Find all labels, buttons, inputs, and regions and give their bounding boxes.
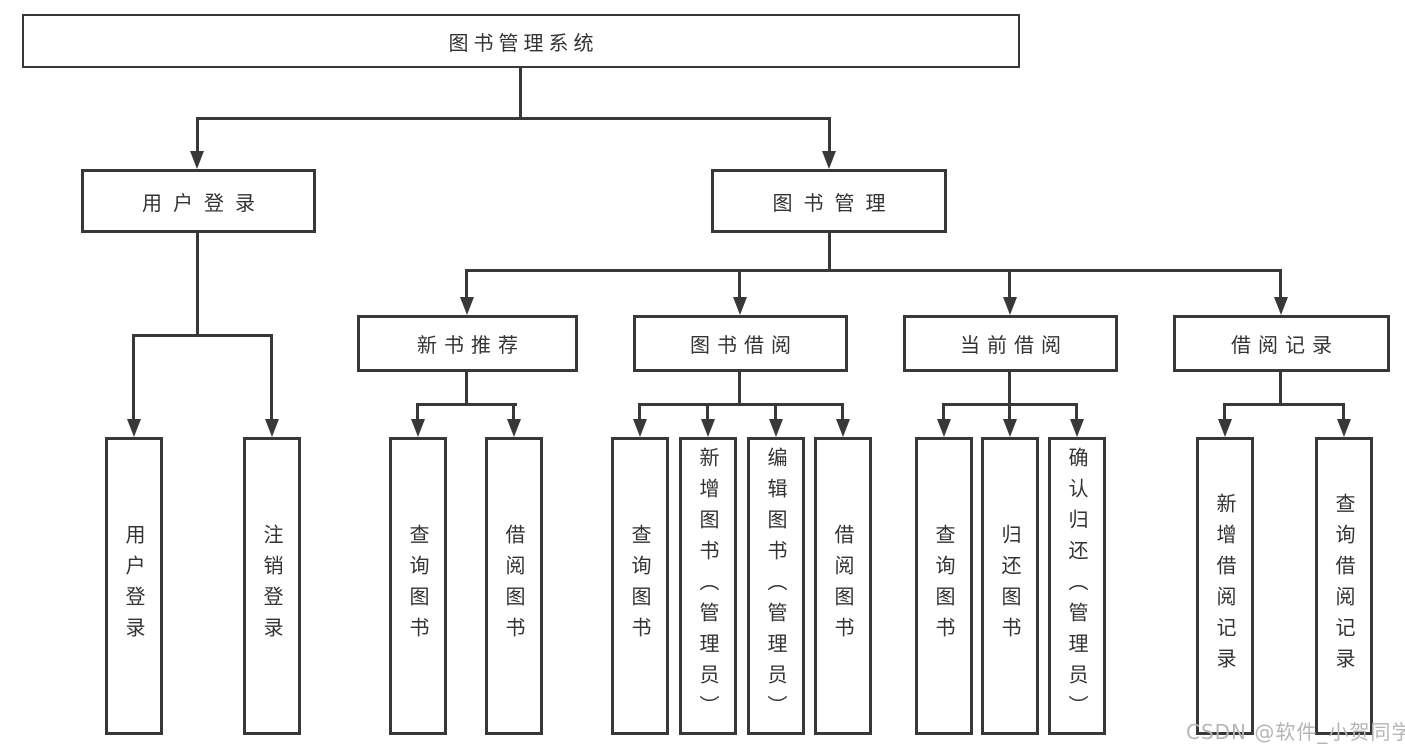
leaf-label: 注销登录 xyxy=(260,524,284,648)
leaf-cb-confirm-return-admin: 确认归还（管理员） xyxy=(1048,437,1106,735)
leaf-label: 确认归还（管理员） xyxy=(1065,446,1089,726)
arrow-down-icon xyxy=(701,419,715,437)
connector-stem xyxy=(738,372,741,404)
arrow-down-icon xyxy=(507,419,521,437)
arrow-down-icon xyxy=(127,419,141,437)
connector-drop xyxy=(706,403,709,421)
connector-drop xyxy=(1342,403,1345,421)
node-new-book-recommend: 新书推荐 xyxy=(357,315,578,372)
arrow-down-icon xyxy=(633,419,647,437)
leaf-label: 新增借阅记录 xyxy=(1213,493,1237,679)
arrow-down-icon xyxy=(1070,419,1084,437)
connector-root-stem xyxy=(519,68,522,118)
leaf-bb-borrow-book: 借阅图书 xyxy=(814,437,872,735)
connector-l1-bar xyxy=(196,117,831,120)
connector-stem xyxy=(1279,372,1282,404)
leaf-user-login: 用户登录 xyxy=(105,437,163,735)
arrow-down-icon xyxy=(190,151,204,169)
arrow-down-icon xyxy=(1003,297,1017,315)
connector-c-bar xyxy=(639,403,844,406)
node-book-management: 图书管理 xyxy=(711,169,947,233)
csdn-watermark: CSDN @软件_小贺同学 xyxy=(1186,720,1405,744)
connector-bookmgmt-stem xyxy=(828,233,831,272)
arrow-down-icon xyxy=(822,151,836,169)
leaf-br-query-record: 查询借阅记录 xyxy=(1315,437,1373,735)
connector-drop xyxy=(270,334,273,421)
leaf-bb-edit-book-admin: 编辑图书（管理员） xyxy=(747,437,805,735)
arrow-down-icon xyxy=(411,419,425,437)
arrow-down-icon xyxy=(460,297,474,315)
node-current-borrow: 当前借阅 xyxy=(903,315,1118,372)
connector-drop xyxy=(738,269,741,299)
leaf-label: 借阅图书 xyxy=(502,524,526,648)
leaf-bb-add-book-admin: 新增图书（管理员） xyxy=(679,437,737,735)
leaf-label: 用户登录 xyxy=(122,524,146,648)
connector-drop xyxy=(828,117,831,153)
connector-drop xyxy=(841,403,844,421)
leaf-label: 借阅图书 xyxy=(831,524,855,648)
connector-drop xyxy=(465,269,468,299)
connector-drop xyxy=(774,403,777,421)
node-borrow-records: 借阅记录 xyxy=(1173,315,1390,372)
leaf-logout-login: 注销登录 xyxy=(243,437,301,735)
leaf-label: 查询图书 xyxy=(406,524,430,648)
arrow-down-icon xyxy=(1337,419,1351,437)
connector-stem xyxy=(465,372,468,404)
connector-drop xyxy=(942,403,945,421)
arrow-down-icon xyxy=(769,419,783,437)
connector-drop xyxy=(196,117,199,153)
connector-drop xyxy=(1075,403,1078,421)
connector-a-bar xyxy=(132,334,273,337)
connector-l2-bar xyxy=(465,269,1282,272)
connector-drop xyxy=(638,403,641,421)
leaf-bb-query-book: 查询图书 xyxy=(611,437,669,735)
node-user-login: 用户登录 xyxy=(81,169,316,233)
leaf-br-add-record: 新增借阅记录 xyxy=(1196,437,1254,735)
arrow-down-icon xyxy=(1218,419,1232,437)
arrow-down-icon xyxy=(937,419,951,437)
connector-drop xyxy=(416,403,419,421)
connector-userlogin-stem xyxy=(196,233,199,335)
arrow-down-icon xyxy=(1274,297,1288,315)
leaf-label: 查询图书 xyxy=(628,524,652,648)
connector-e-bar xyxy=(1224,403,1345,406)
leaf-cb-query-book: 查询图书 xyxy=(915,437,973,735)
node-book-borrow: 图书借阅 xyxy=(633,315,848,372)
arrow-down-icon xyxy=(836,419,850,437)
connector-drop xyxy=(132,334,135,421)
connector-drop xyxy=(1008,269,1011,299)
connector-drop xyxy=(1008,403,1011,421)
leaf-label: 编辑图书（管理员） xyxy=(764,446,788,726)
connector-drop xyxy=(1223,403,1226,421)
leaf-nbr-borrow-book: 借阅图书 xyxy=(485,437,543,735)
leaf-label: 归还图书 xyxy=(998,524,1022,648)
arrow-down-icon xyxy=(733,297,747,315)
leaf-label: 新增图书（管理员） xyxy=(696,446,720,726)
leaf-cb-return-book: 归还图书 xyxy=(981,437,1039,735)
connector-drop xyxy=(512,403,515,421)
leaf-label: 查询图书 xyxy=(932,524,956,648)
leaf-label: 查询借阅记录 xyxy=(1332,493,1356,679)
arrow-down-icon xyxy=(265,419,279,437)
leaf-nbr-query-book: 查询图书 xyxy=(389,437,447,735)
node-library-system: 图书管理系统 xyxy=(22,14,1020,68)
connector-stem xyxy=(1008,372,1011,404)
connector-b-bar xyxy=(417,403,517,406)
arrow-down-icon xyxy=(1003,419,1017,437)
connector-drop xyxy=(1279,269,1282,299)
